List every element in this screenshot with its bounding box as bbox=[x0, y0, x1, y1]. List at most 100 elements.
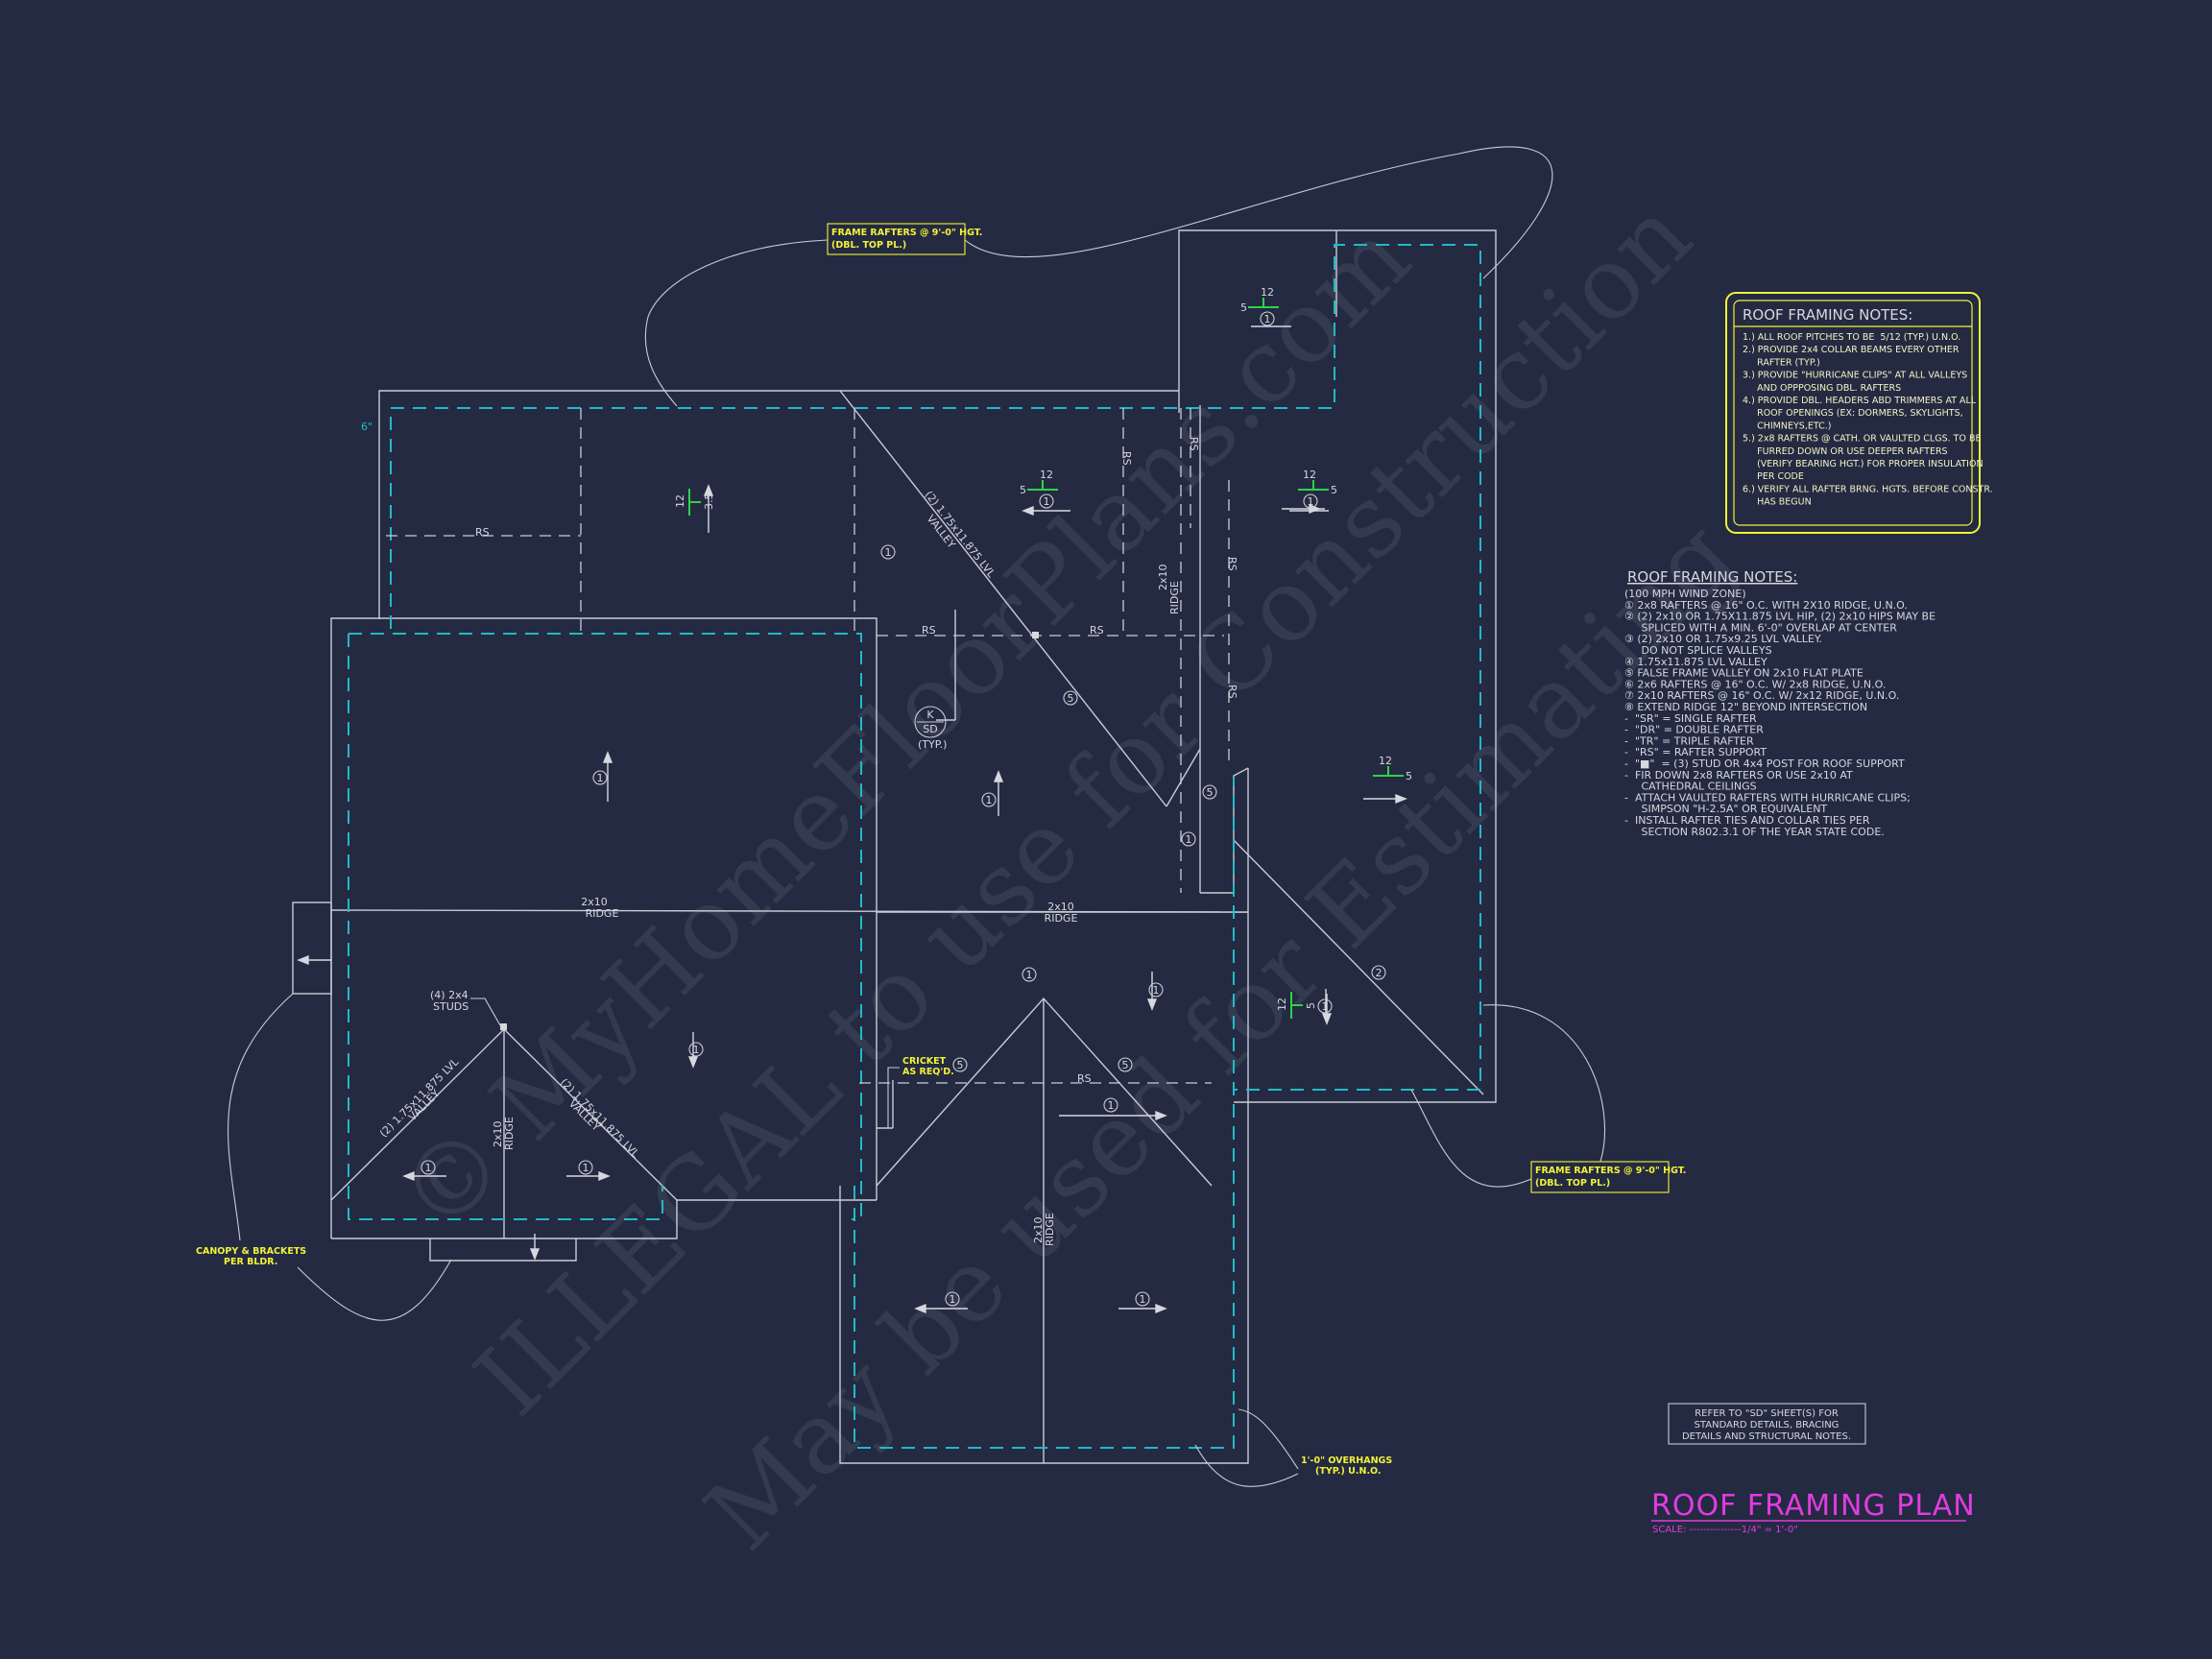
white-note-line: - "DR" = DOUBLE RAFTER bbox=[1624, 724, 1764, 736]
svg-text:DETAILS AND STRUCTURAL NOTES.: DETAILS AND STRUCTURAL NOTES. bbox=[1682, 1431, 1851, 1442]
yellow-notes-title: ROOF FRAMING NOTES: bbox=[1743, 306, 1912, 324]
refer-box: REFER TO "SD" SHEET(S) FOR STANDARD DETA… bbox=[1668, 1403, 1866, 1445]
svg-text:REFER TO "SD" SHEET(S) FOR: REFER TO "SD" SHEET(S) FOR bbox=[1695, 1408, 1839, 1419]
ridge-size: 2x10 bbox=[1157, 564, 1169, 590]
yellow-note-line: (VERIFY BEARING HGT.) FOR PROPER INSULAT… bbox=[1743, 459, 1984, 469]
yellow-note-line: 6.) VERIFY ALL RAFTER BRNG. HGTS. BEFORE… bbox=[1743, 484, 1993, 494]
svg-text:5: 5 bbox=[1240, 301, 1247, 314]
watermark: © MyHomeFloorPlans.com ILLEGAL to use fo… bbox=[375, 177, 1757, 1573]
canopy-callout-2: PER BLDR. bbox=[224, 1257, 277, 1267]
white-note-line: - INSTALL RAFTER TIES AND COLLAR TIES PE… bbox=[1624, 814, 1870, 827]
ridge-word: RIDGE bbox=[1044, 1213, 1056, 1246]
white-note-line: CATHEDRAL CEILINGS bbox=[1624, 781, 1757, 793]
svg-text:SD: SD bbox=[923, 723, 937, 735]
white-note-line: ① 2x8 RAFTERS @ 16" O.C. WITH 2X10 RIDGE… bbox=[1624, 599, 1908, 612]
yellow-note-line: 2.) PROVIDE 2x4 COLLAR BEAMS EVERY OTHER bbox=[1743, 345, 1960, 355]
white-note-line: ⑦ 2x10 RAFTERS @ 16" O.C. W/ 2x12 RIDGE,… bbox=[1624, 689, 1899, 702]
ridge-size: 2x10 bbox=[1032, 1216, 1045, 1243]
rs-label: RS bbox=[1226, 685, 1238, 699]
overhang-line bbox=[348, 244, 1481, 1449]
yellow-note-line: PER CODE bbox=[1743, 471, 1804, 482]
frame-rafters-right-line2: (DBL. TOP PL.) bbox=[1535, 1178, 1610, 1189]
rs-label: RS bbox=[1188, 437, 1200, 451]
yellow-note-line: 4.) PROVIDE DBL. HEADERS ABD TRIMMERS AT… bbox=[1743, 396, 1977, 406]
yellow-note-line: 5.) 2x8 RAFTERS @ CATH. OR VAULTED CLGS.… bbox=[1743, 434, 1981, 445]
svg-text:STANDARD DETAILS, BRACING: STANDARD DETAILS, BRACING bbox=[1695, 1420, 1839, 1431]
svg-text:5: 5 bbox=[1305, 1002, 1317, 1009]
yellow-note-line: RAFTER (TYP.) bbox=[1743, 357, 1820, 368]
rs-label: RS bbox=[922, 624, 936, 637]
svg-text:12: 12 bbox=[1303, 469, 1316, 481]
white-note-line: ⑥ 2x6 RAFTERS @ 16" O.C. W/ 2x8 RIDGE, U… bbox=[1624, 678, 1886, 690]
ridge-size: 2x10 bbox=[581, 896, 608, 908]
white-note-line: - "RS" = RAFTER SUPPORT bbox=[1624, 746, 1767, 758]
svg-text:5: 5 bbox=[1207, 786, 1214, 799]
white-note-line: - "SR" = SINGLE RAFTER bbox=[1624, 712, 1757, 725]
white-note-line: ③ (2) 2x10 OR 1.75x9.25 LVL VALLEY. bbox=[1624, 633, 1822, 645]
white-note-line: DO NOT SPLICE VALLEYS bbox=[1624, 644, 1772, 657]
svg-text:1: 1 bbox=[1044, 495, 1050, 508]
svg-text:1: 1 bbox=[885, 546, 892, 559]
yellow-note-line: 1.) ALL ROOF PITCHES TO BE 5/12 (TYP.) U… bbox=[1743, 332, 1960, 343]
ridge-word: RIDGE bbox=[503, 1117, 516, 1150]
plan-scale: SCALE: ---------------1/4" = 1'-0" bbox=[1652, 1525, 1798, 1535]
white-note-line: ② (2) 2x10 OR 1.75X11.875 LVL HIP, (2) 2… bbox=[1624, 611, 1936, 623]
title-block: ROOF FRAMING PLAN SCALE: ---------------… bbox=[1651, 1489, 1976, 1535]
plan-title: ROOF FRAMING PLAN bbox=[1651, 1489, 1976, 1523]
studs-label: STUDS bbox=[433, 1000, 469, 1013]
rs-label: RS bbox=[1120, 451, 1133, 466]
white-note-line: - ATTACH VAULTED RAFTERS WITH HURRICANE … bbox=[1624, 791, 1911, 804]
svg-text:12: 12 bbox=[1040, 469, 1053, 481]
svg-text:1: 1 bbox=[1264, 313, 1271, 325]
svg-text:12: 12 bbox=[1379, 755, 1392, 767]
svg-text:12: 12 bbox=[1276, 998, 1288, 1011]
white-note-line: SECTION R802.3.1 OF THE YEAR STATE CODE. bbox=[1624, 826, 1885, 838]
svg-text:1: 1 bbox=[1026, 969, 1033, 981]
frame-rafters-top-line1: FRAME RAFTERS @ 9'-0" HGT. bbox=[831, 228, 982, 238]
yellow-note-line: FURRED DOWN OR USE DEEPER RAFTERS bbox=[1743, 446, 1948, 457]
svg-text:1: 1 bbox=[1153, 984, 1160, 997]
overhangs-callout-2: (TYP.) U.N.O. bbox=[1315, 1466, 1382, 1477]
ridge-size: 2x10 bbox=[1047, 901, 1074, 913]
svg-text:1: 1 bbox=[425, 1162, 432, 1174]
svg-text:1: 1 bbox=[1108, 1099, 1115, 1112]
svg-text:3.5: 3.5 bbox=[703, 493, 715, 511]
overhangs-callout-1: 1'-0" OVERHANGS bbox=[1301, 1455, 1392, 1466]
ridge-size: 2x10 bbox=[492, 1120, 504, 1147]
svg-text:2: 2 bbox=[1376, 967, 1382, 979]
svg-text:12: 12 bbox=[674, 494, 686, 508]
svg-text:1: 1 bbox=[986, 794, 993, 806]
post-marker bbox=[1032, 632, 1039, 638]
svg-text:K: K bbox=[926, 709, 934, 721]
studs-label: (4) 2x4 bbox=[430, 989, 469, 1001]
rs-label: RS bbox=[475, 526, 490, 539]
yellow-note-line: ROOF OPENINGS (EX: DORMERS, SKYLIGHTS, bbox=[1743, 408, 1963, 419]
svg-text:1: 1 bbox=[597, 772, 604, 784]
svg-text:1: 1 bbox=[950, 1293, 956, 1306]
cricket-callout-1: CRICKET bbox=[902, 1056, 947, 1067]
overhang-dim: 6" bbox=[361, 421, 373, 433]
framing-marks: 1 1 1 1 1 1 1 1 1 1 1 1 1 5 5 5 5 2 bbox=[421, 544, 1386, 1307]
svg-text:5: 5 bbox=[1020, 484, 1026, 496]
ridge-word: RIDGE bbox=[1168, 581, 1181, 614]
ridge-word: RIDGE bbox=[586, 907, 619, 920]
pitch-symbols: 5 12 1 5 12 1 5 12 1 5 12 12 3.5 12 bbox=[674, 286, 1412, 1019]
white-note-line: - "■" = (3) STUD OR 4x4 POST FOR ROOF SU… bbox=[1624, 757, 1905, 770]
yellow-note-line: HAS BEGUN bbox=[1743, 497, 1812, 508]
white-note-line: - FIR DOWN 2x8 RAFTERS OR USE 2x10 AT bbox=[1624, 769, 1853, 781]
rs-label: RS bbox=[1226, 557, 1238, 571]
rs-label: RS bbox=[1077, 1072, 1092, 1085]
cricket-callout-2: AS REQ'D. bbox=[902, 1067, 954, 1077]
svg-text:5: 5 bbox=[1122, 1059, 1129, 1071]
svg-text:5: 5 bbox=[1331, 484, 1337, 496]
yellow-notes-box: ROOF FRAMING NOTES: 1.) ALL ROOF PITCHES… bbox=[1725, 292, 1993, 534]
svg-text:12: 12 bbox=[1261, 286, 1274, 299]
white-note-line: ④ 1.75x11.875 LVL VALLEY bbox=[1624, 656, 1767, 668]
white-note-line: ⑧ EXTEND RIDGE 12" BEYOND INTERSECTION bbox=[1624, 701, 1867, 713]
sd-callout bbox=[914, 706, 947, 738]
white-note-line: - "TR" = TRIPLE RAFTER bbox=[1624, 734, 1754, 747]
white-note-line: ⑤ FALSE FRAME VALLEY ON 2x10 FLAT PLATE bbox=[1624, 667, 1863, 680]
watermark-line-1: © MyHomeFloorPlans.com bbox=[375, 199, 1431, 1255]
